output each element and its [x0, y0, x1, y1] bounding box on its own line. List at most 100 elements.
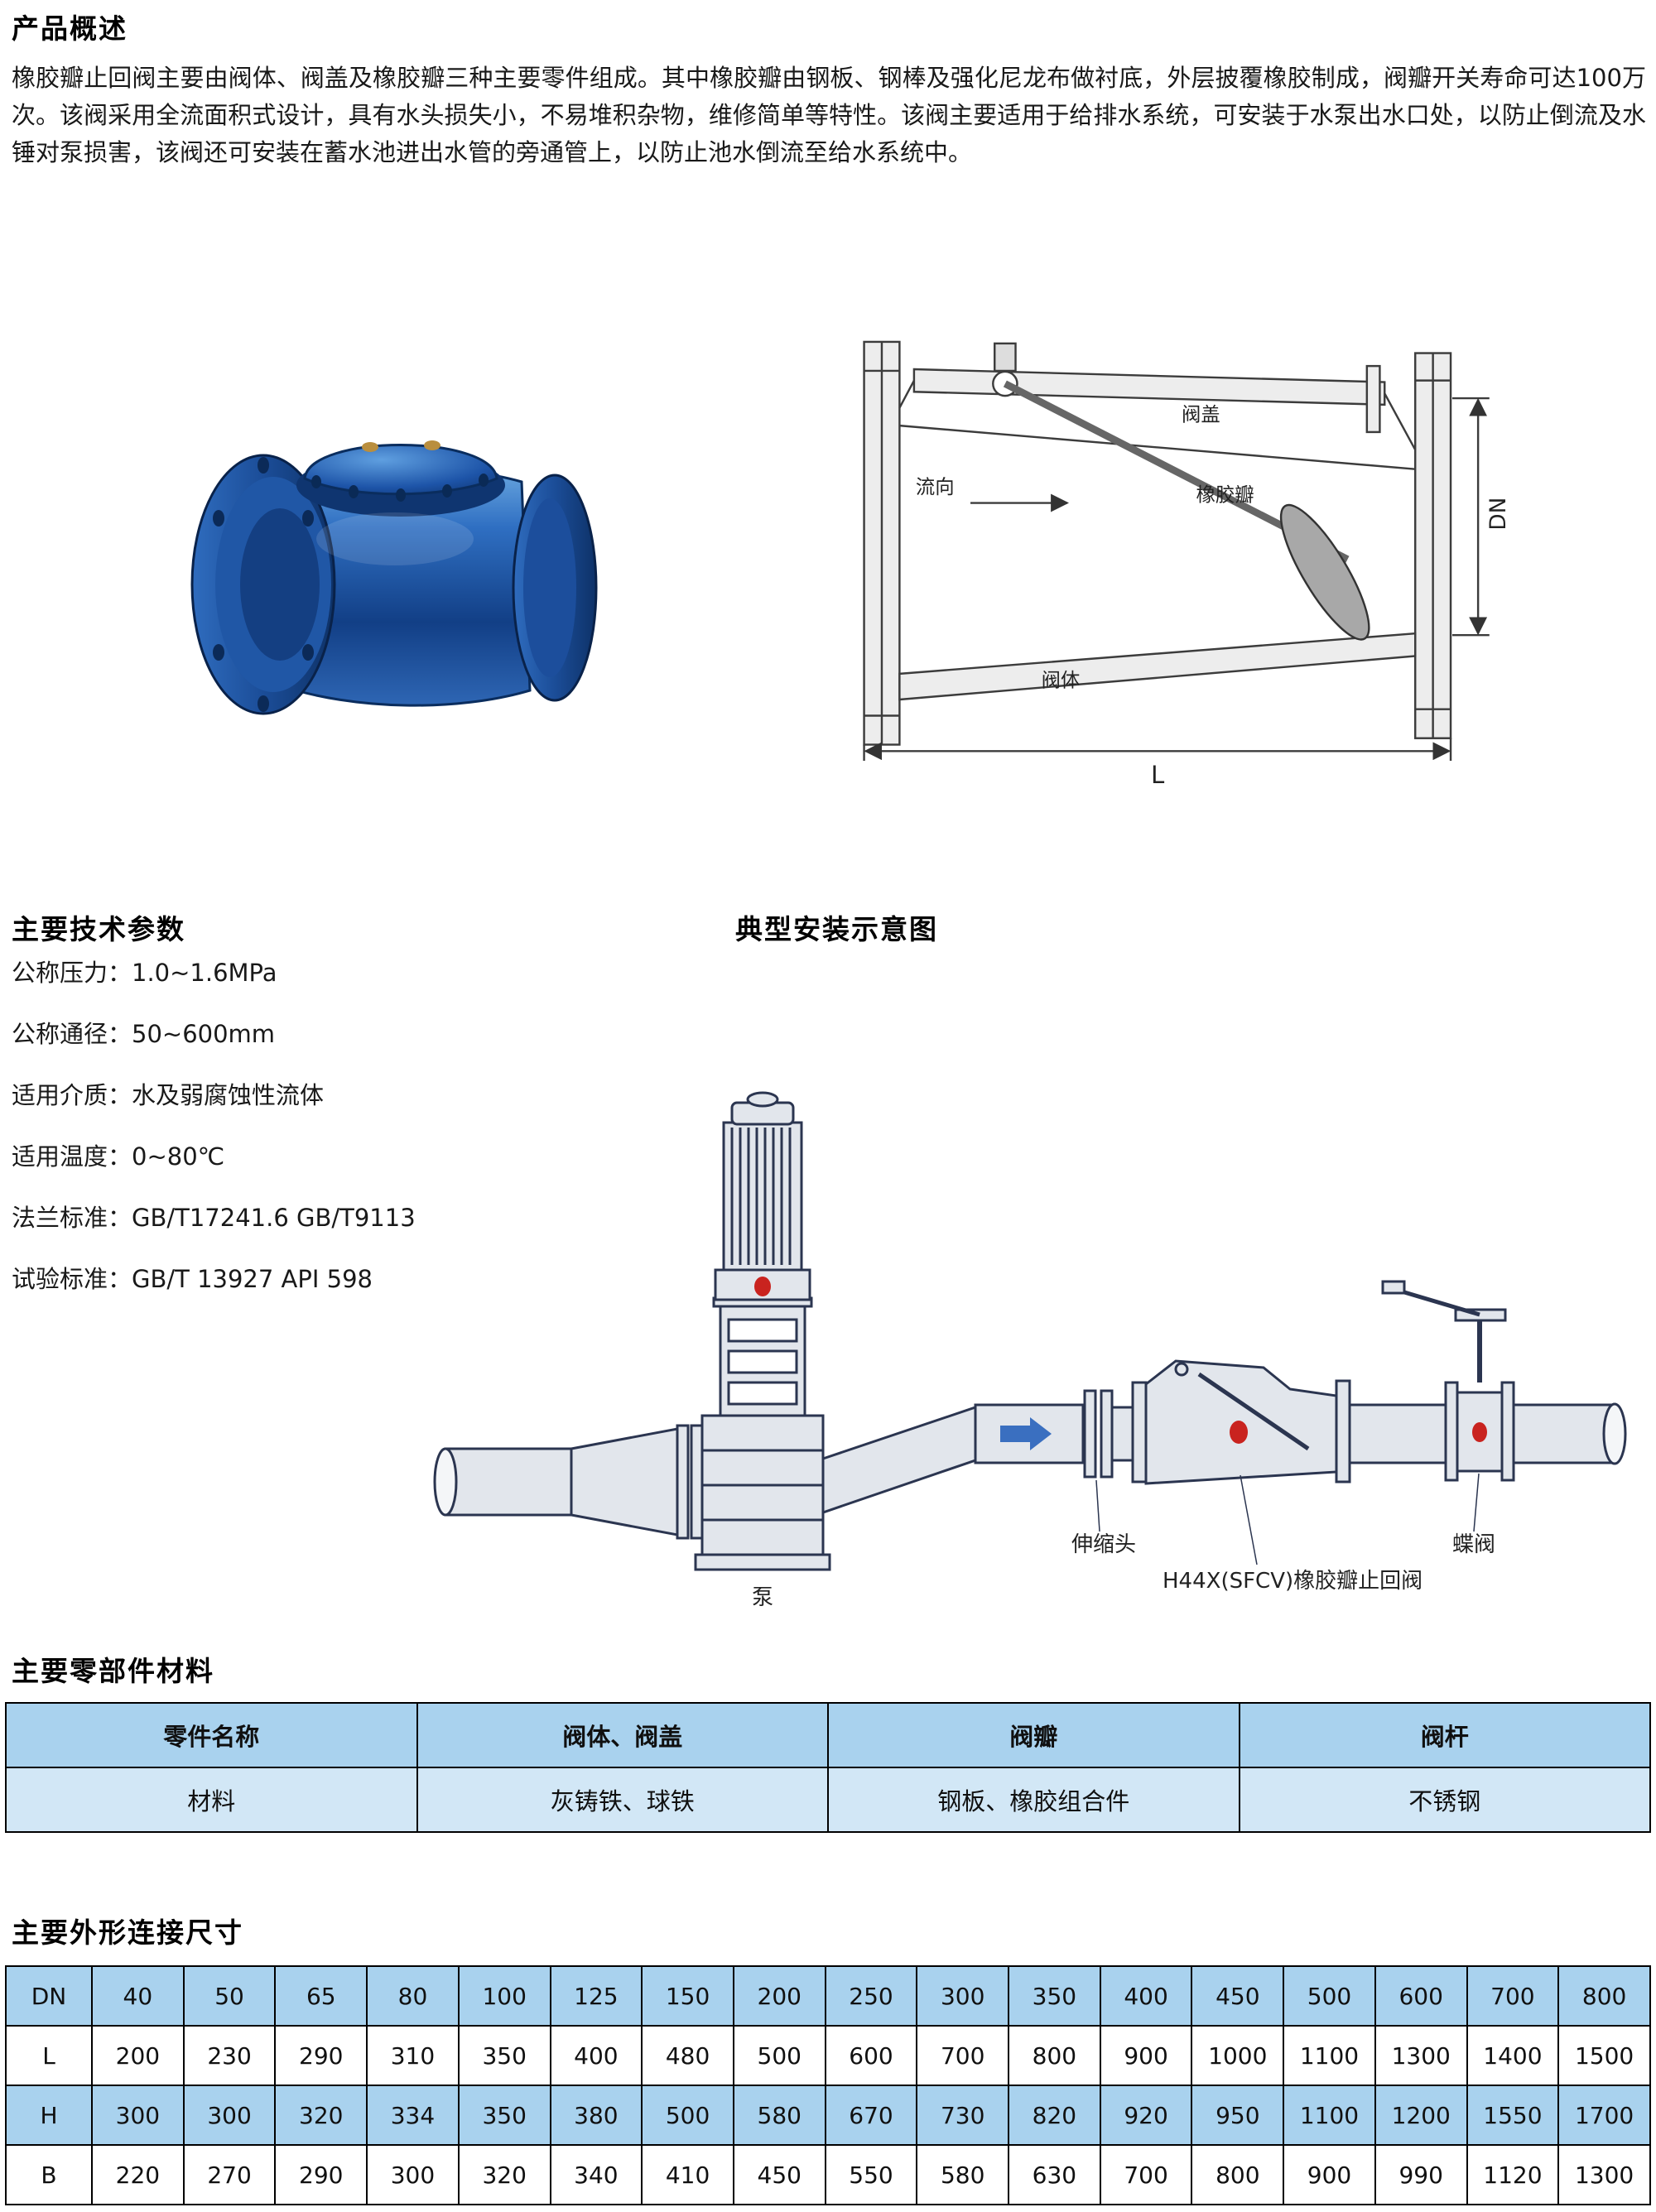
dimension-value-cell: 1200	[1374, 2085, 1468, 2146]
dimension-value-cell: 820	[1008, 2085, 1101, 2146]
bonnet-cover	[303, 444, 498, 496]
valve-body-shape	[190, 440, 598, 715]
dimension-value-cell: 220	[91, 2144, 185, 2205]
label-check-valve: H44X(SFCV)橡胶瓣止回阀	[1163, 1569, 1423, 1594]
dimension-value-cell: 1000	[1191, 2025, 1285, 2086]
dimension-value-cell: 270	[182, 2144, 277, 2205]
dimension-value-cell: 320	[274, 2085, 368, 2146]
dimension-value-cell: 350	[457, 2085, 551, 2146]
dimension-value-cell: 300	[366, 2144, 460, 2205]
dimension-value-cell: 800	[1191, 2144, 1285, 2205]
dimension-value-cell: 50	[182, 1965, 277, 2027]
dimension-value-cell: 580	[732, 2085, 826, 2146]
tech-param-item: 适用温度：0~80℃	[12, 1142, 225, 1171]
label-body: 阀体	[1042, 668, 1081, 691]
valve-cross-section-drawing: 阀盖 流向 橡胶瓣 阀体 DN L	[851, 303, 1512, 796]
valve-photo-graphic	[190, 440, 598, 715]
dimension-value-cell: 400	[1099, 1965, 1193, 2027]
materials-header-cell: 阀瓣	[827, 1702, 1240, 1768]
dimension-value-cell: 1300	[1557, 2144, 1651, 2205]
butterfly-handle	[1395, 1287, 1480, 1317]
dimension-value-cell: 1100	[1283, 2025, 1376, 2086]
dim-l-label: L	[1151, 761, 1165, 789]
dimension-value-cell: 300	[182, 2085, 277, 2146]
tech-param-item: 试验标准：GB/T 13927 API 598	[12, 1265, 373, 1293]
dimension-value-cell: 100	[457, 1965, 551, 2027]
dimension-value-cell: 150	[641, 1965, 734, 2027]
tech-param-item: 法兰标准：GB/T17241.6 GB/T9113	[12, 1204, 416, 1232]
inlet-pipe	[444, 1447, 573, 1517]
label-cover: 阀盖	[1182, 402, 1220, 426]
dimension-value-cell: 900	[1099, 2025, 1193, 2086]
overview-paragraph: 橡胶瓣止回阀主要由阀体、阀盖及橡胶瓣三种主要零件组成。其中橡胶瓣由钢板、钢棒及强…	[12, 64, 1646, 167]
dimension-value-cell: 800	[1008, 2025, 1101, 2086]
dimension-value-cell: 1550	[1466, 2085, 1560, 2146]
tech-param-item: 适用介质：水及弱腐蚀性流体	[12, 1081, 325, 1109]
dimension-value-cell: 450	[1191, 1965, 1285, 2027]
pump-motor	[722, 1091, 803, 1272]
label-butterfly-valve: 蝶阀	[1452, 1532, 1495, 1557]
dimension-value-cell: 950	[1191, 2085, 1285, 2146]
dimension-row-label: B	[5, 2144, 93, 2205]
materials-data-row: 材料 灰铸铁、球铁 钢板、橡胶组合件 不锈钢	[5, 1767, 1651, 1833]
dimension-value-cell: 730	[916, 2085, 1010, 2146]
materials-cell: 灰铸铁、球铁	[416, 1767, 829, 1833]
dimension-value-cell: 300	[916, 1965, 1010, 2027]
materials-cell: 材料	[5, 1767, 418, 1833]
dimension-value-cell: 700	[916, 2025, 1010, 2086]
brass-plug	[362, 442, 378, 452]
dimension-value-cell: 200	[732, 1965, 826, 2027]
rubber-disc-shape	[1279, 503, 1370, 641]
installation-graphic: 伸缩头 H44X(SFCV)橡胶瓣止回阀 蝶阀 泵	[433, 1091, 1627, 1610]
dimension-value-cell: 1300	[1374, 2025, 1468, 2086]
dimension-value-cell: 65	[274, 1965, 368, 2027]
materials-header-row: 零件名称 阀体、阀盖 阀瓣 阀杆	[5, 1702, 1651, 1768]
brass-plug	[424, 440, 440, 450]
dimension-row-label: DN	[5, 1965, 93, 2027]
label-rubber-disc: 橡胶瓣	[1196, 483, 1254, 507]
butterfly-valve	[1381, 1280, 1515, 1482]
label-expansion-joint: 伸缩头	[1071, 1532, 1136, 1557]
dim-dn-label: DN	[1486, 498, 1511, 531]
dimension-value-cell: 334	[366, 2085, 460, 2146]
dimension-value-cell: 700	[1466, 1965, 1560, 2027]
dimension-value-cell: 1500	[1557, 2025, 1651, 2086]
dimension-value-cell: 40	[91, 1965, 185, 2027]
outlet-reducer	[821, 1405, 977, 1515]
dimension-value-cell: 125	[549, 1965, 643, 2027]
pump-indicator-dot	[754, 1277, 771, 1296]
dimension-value-cell: 400	[549, 2025, 643, 2086]
installation-title: 典型安装示意图	[735, 913, 938, 945]
body-bottom-wall	[898, 632, 1417, 701]
dimension-value-cell: 320	[457, 2144, 551, 2205]
materials-table: 零件名称 阀体、阀盖 阀瓣 阀杆 材料 灰铸铁、球铁 钢板、橡胶组合件 不锈钢	[5, 1702, 1651, 1833]
dimension-value-cell: 300	[91, 2085, 185, 2146]
mid-pipe	[1348, 1403, 1447, 1464]
valve-photo	[184, 386, 664, 750]
dimension-value-cell: 500	[732, 2025, 826, 2086]
materials-cell: 钢板、橡胶组合件	[827, 1767, 1240, 1833]
inlet-reducer	[570, 1427, 679, 1536]
dimension-value-cell: 550	[824, 2144, 918, 2205]
dimension-value-cell: 630	[1008, 2144, 1101, 2205]
installation-diagram: 伸缩头 H44X(SFCV)橡胶瓣止回阀 蝶阀 泵	[429, 1061, 1641, 1642]
tech-param-item: 公称压力：1.0~1.6MPa	[12, 959, 277, 987]
dimension-value-cell: 1120	[1466, 2144, 1560, 2205]
dimension-value-cell: 600	[1374, 1965, 1468, 2027]
dimension-value-cell: 700	[1099, 2144, 1193, 2205]
dimension-value-cell: 500	[641, 2085, 734, 2146]
hinge-pin	[992, 370, 1018, 397]
dimension-value-cell: 480	[641, 2025, 734, 2086]
dimension-value-cell: 1700	[1557, 2085, 1651, 2146]
materials-cell: 不锈钢	[1238, 1767, 1651, 1833]
materials-header-cell: 零件名称	[5, 1702, 418, 1768]
dimension-value-cell: 1100	[1283, 2085, 1376, 2146]
materials-header-cell: 阀体、阀盖	[416, 1702, 829, 1768]
materials-table-wrap: 零件名称 阀体、阀盖 阀瓣 阀杆 材料 灰铸铁、球铁 钢板、橡胶组合件 不锈钢	[5, 1702, 1651, 1833]
label-flow: 流向	[916, 475, 955, 498]
